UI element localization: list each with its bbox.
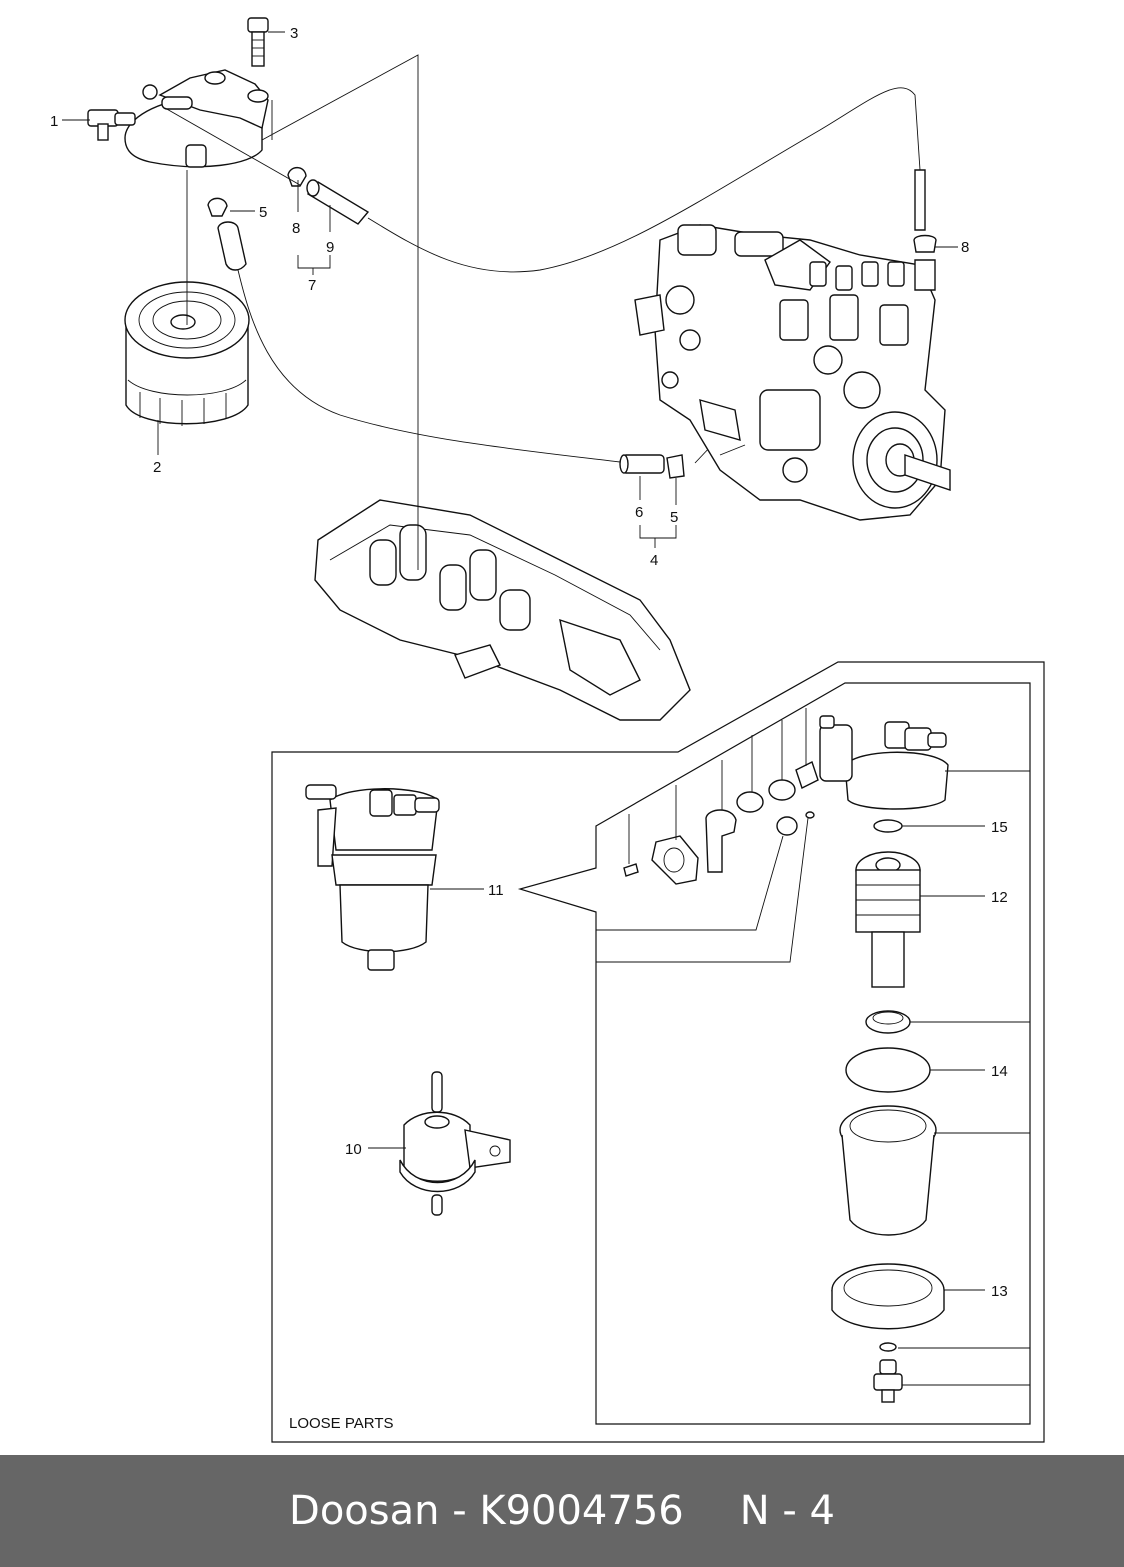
callout-13: 13 — [991, 1283, 1008, 1300]
inline-filter-10-drawing — [399, 1071, 511, 1216]
leaders-loose — [368, 708, 1030, 1386]
o-ring-15-drawing — [873, 819, 903, 833]
hose-near-head-drawing — [207, 197, 247, 271]
footer-page-ref: N - 4 — [739, 1488, 835, 1534]
bolt-3-drawing — [247, 17, 269, 67]
callout-6: 6 — [635, 504, 643, 521]
seal-ring-drawing — [865, 1010, 911, 1034]
filter-assembly-11-drawing — [305, 784, 440, 971]
footer-part-number: Doosan - K9004756 — [289, 1488, 684, 1534]
filter-head-drawing — [87, 69, 269, 168]
filter-bowl-drawing — [839, 1105, 937, 1236]
drain-plug-drawing — [873, 1342, 903, 1403]
callout-3: 3 — [290, 25, 298, 42]
injection-pump-drawing — [634, 169, 951, 521]
callout-8-left: 8 — [292, 220, 300, 237]
callout-11: 11 — [488, 882, 504, 899]
callout-9: 9 — [326, 239, 334, 256]
filter-element-12-drawing — [855, 851, 921, 988]
loose-parts-label: LOOSE PARTS — [289, 1415, 393, 1432]
callout-5-top: 5 — [259, 204, 267, 221]
leaders-top — [62, 31, 958, 548]
hose-6-drawing — [619, 454, 685, 479]
loose-small-parts — [623, 761, 819, 885]
o-ring-14-drawing — [845, 1047, 931, 1093]
loose-filter-head-drawing — [819, 715, 949, 810]
hose-9-drawing — [287, 166, 370, 225]
callout-10: 10 — [345, 1141, 362, 1158]
callout-15: 15 — [991, 819, 1008, 836]
inner-bracket-frame — [517, 682, 1031, 1425]
manifold-drawing — [314, 499, 691, 721]
retaining-ring-13-drawing — [831, 1263, 945, 1330]
callout-2: 2 — [153, 459, 161, 476]
callout-5-pump: 5 — [670, 509, 678, 526]
callout-8-right: 8 — [961, 239, 969, 256]
parts-diagram: 1 3 5 2 8 9 7 6 5 4 8 — [50, 17, 1045, 1443]
loose-parts-frame — [271, 661, 1045, 1443]
callout-1: 1 — [50, 113, 58, 130]
bracket-lines-top — [261, 54, 419, 570]
callout-4: 4 — [650, 552, 658, 569]
footer-bar: Doosan - K9004756 N - 4 — [0, 1455, 1124, 1567]
callout-7: 7 — [308, 277, 316, 294]
callout-14: 14 — [991, 1063, 1008, 1080]
callout-12: 12 — [991, 889, 1008, 906]
